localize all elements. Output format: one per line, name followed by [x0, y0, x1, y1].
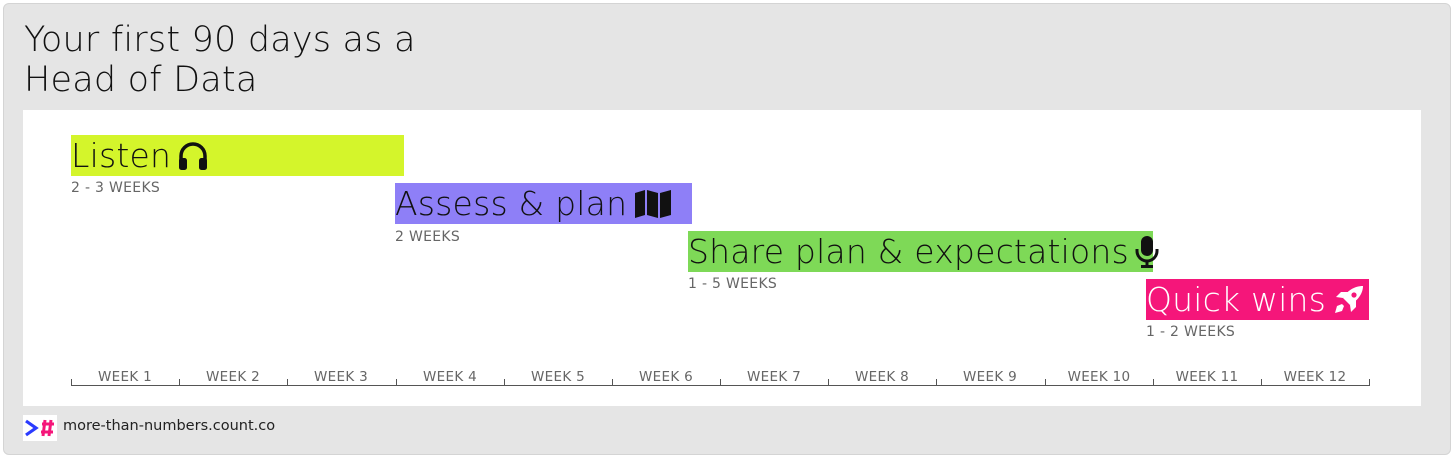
week-label: WEEK 10 — [1067, 369, 1131, 385]
week-tick — [287, 379, 288, 386]
week-label: WEEK 1 — [98, 369, 152, 385]
phase-duration-assess-plan: 2 WEEKS — [395, 229, 461, 245]
week-tick — [1153, 379, 1154, 386]
week-label: WEEK 5 — [531, 369, 585, 385]
title-line-1: Your first 90 days as a — [24, 20, 416, 60]
week-label: WEEK 6 — [639, 369, 693, 385]
week-label: WEEK 8 — [855, 369, 909, 385]
week-tick — [1369, 379, 1370, 386]
phase-label: Quick wins — [1146, 280, 1327, 319]
week-tick — [720, 379, 721, 386]
phase-assess-plan: Assess & plan — [395, 183, 692, 224]
week-tick — [612, 379, 613, 386]
map-icon — [633, 189, 673, 219]
phase-duration-listen: 2 - 3 WEEKS — [71, 180, 161, 196]
week-tick — [1045, 379, 1046, 386]
phase-duration-quick-wins: 1 - 2 WEEKS — [1146, 324, 1236, 340]
phase-listen: Listen — [71, 135, 404, 176]
footer-url: more-than-numbers.count.co — [63, 418, 276, 434]
week-label: WEEK 4 — [423, 369, 477, 385]
phase-label: Assess & plan — [395, 184, 628, 223]
title-line-2: Head of Data — [24, 60, 258, 100]
week-label: WEEK 11 — [1175, 369, 1239, 385]
week-tick — [828, 379, 829, 386]
headphones-icon — [177, 141, 209, 171]
week-tick — [1261, 379, 1262, 386]
week-tick — [396, 379, 397, 386]
week-tick — [71, 379, 72, 386]
page-title: Your first 90 days as a Head of Data — [24, 20, 416, 100]
week-label: WEEK 12 — [1283, 369, 1347, 385]
week-label: WEEK 9 — [963, 369, 1017, 385]
phase-label: Listen — [71, 136, 172, 175]
count-logo — [23, 415, 57, 441]
week-tick — [504, 379, 505, 386]
phase-duration-share-plan: 1 - 5 WEEKS — [688, 276, 778, 292]
phase-label: Share plan & expectations — [688, 232, 1129, 271]
week-label: WEEK 2 — [206, 369, 260, 385]
week-label: WEEK 7 — [747, 369, 801, 385]
week-tick — [179, 379, 180, 386]
microphone-icon — [1135, 235, 1159, 269]
phase-share-plan: Share plan & expectations — [688, 231, 1159, 272]
rocket-icon — [1332, 284, 1366, 316]
week-tick — [936, 379, 937, 386]
week-label: WEEK 3 — [314, 369, 368, 385]
phase-quick-wins: Quick wins — [1146, 279, 1369, 320]
